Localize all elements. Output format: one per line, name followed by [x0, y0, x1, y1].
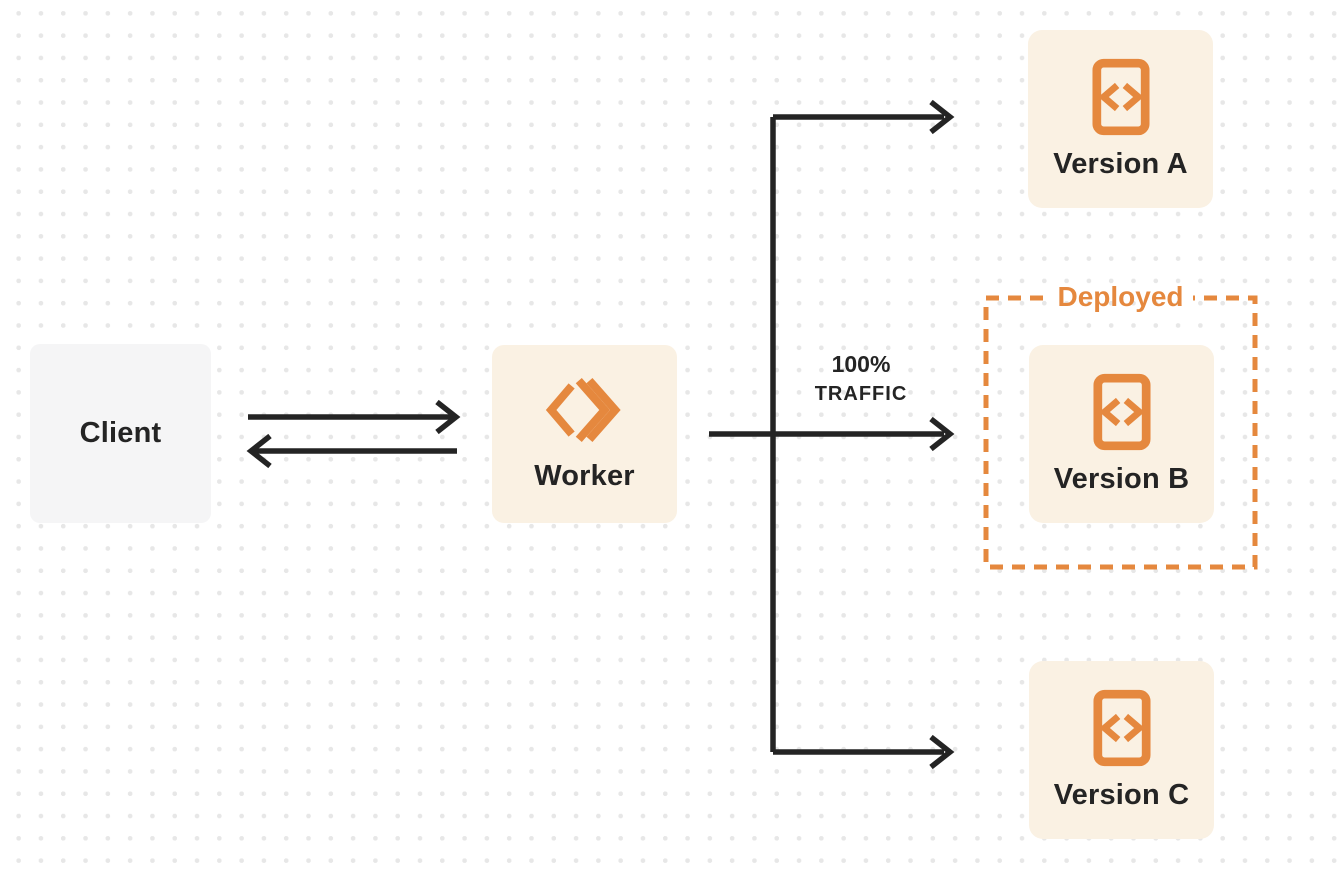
traffic-word: TRAFFIC — [814, 383, 908, 405]
worker-label: Worker — [534, 459, 635, 492]
arrowhead-to-version-c — [929, 734, 955, 770]
arrowhead-to-version-a — [929, 99, 955, 135]
node-version-b: Version B — [1029, 345, 1214, 523]
version-c-label: Version C — [1053, 778, 1190, 811]
workers-logo-icon — [544, 376, 626, 444]
version-a-label: Version A — [1053, 147, 1188, 180]
node-worker: Worker — [492, 345, 677, 523]
deployed-frame-label: Deployed — [1057, 281, 1184, 312]
arrowhead-worker-to-version-b — [929, 416, 955, 452]
node-client: Client — [30, 344, 211, 523]
code-file-icon — [1092, 373, 1151, 451]
code-file-icon — [1091, 58, 1150, 136]
version-b-label: Version B — [1053, 462, 1190, 495]
code-file-icon — [1092, 689, 1151, 767]
client-label: Client — [79, 417, 162, 449]
traffic-edge-label: 100% TRAFFIC — [775, 351, 947, 411]
traffic-percentage: 100% — [831, 351, 891, 377]
node-version-a: Version A — [1028, 30, 1213, 208]
arrowhead-client-to-worker — [435, 399, 461, 435]
node-version-c: Version C — [1029, 661, 1214, 839]
arrowhead-worker-to-client — [246, 433, 272, 469]
